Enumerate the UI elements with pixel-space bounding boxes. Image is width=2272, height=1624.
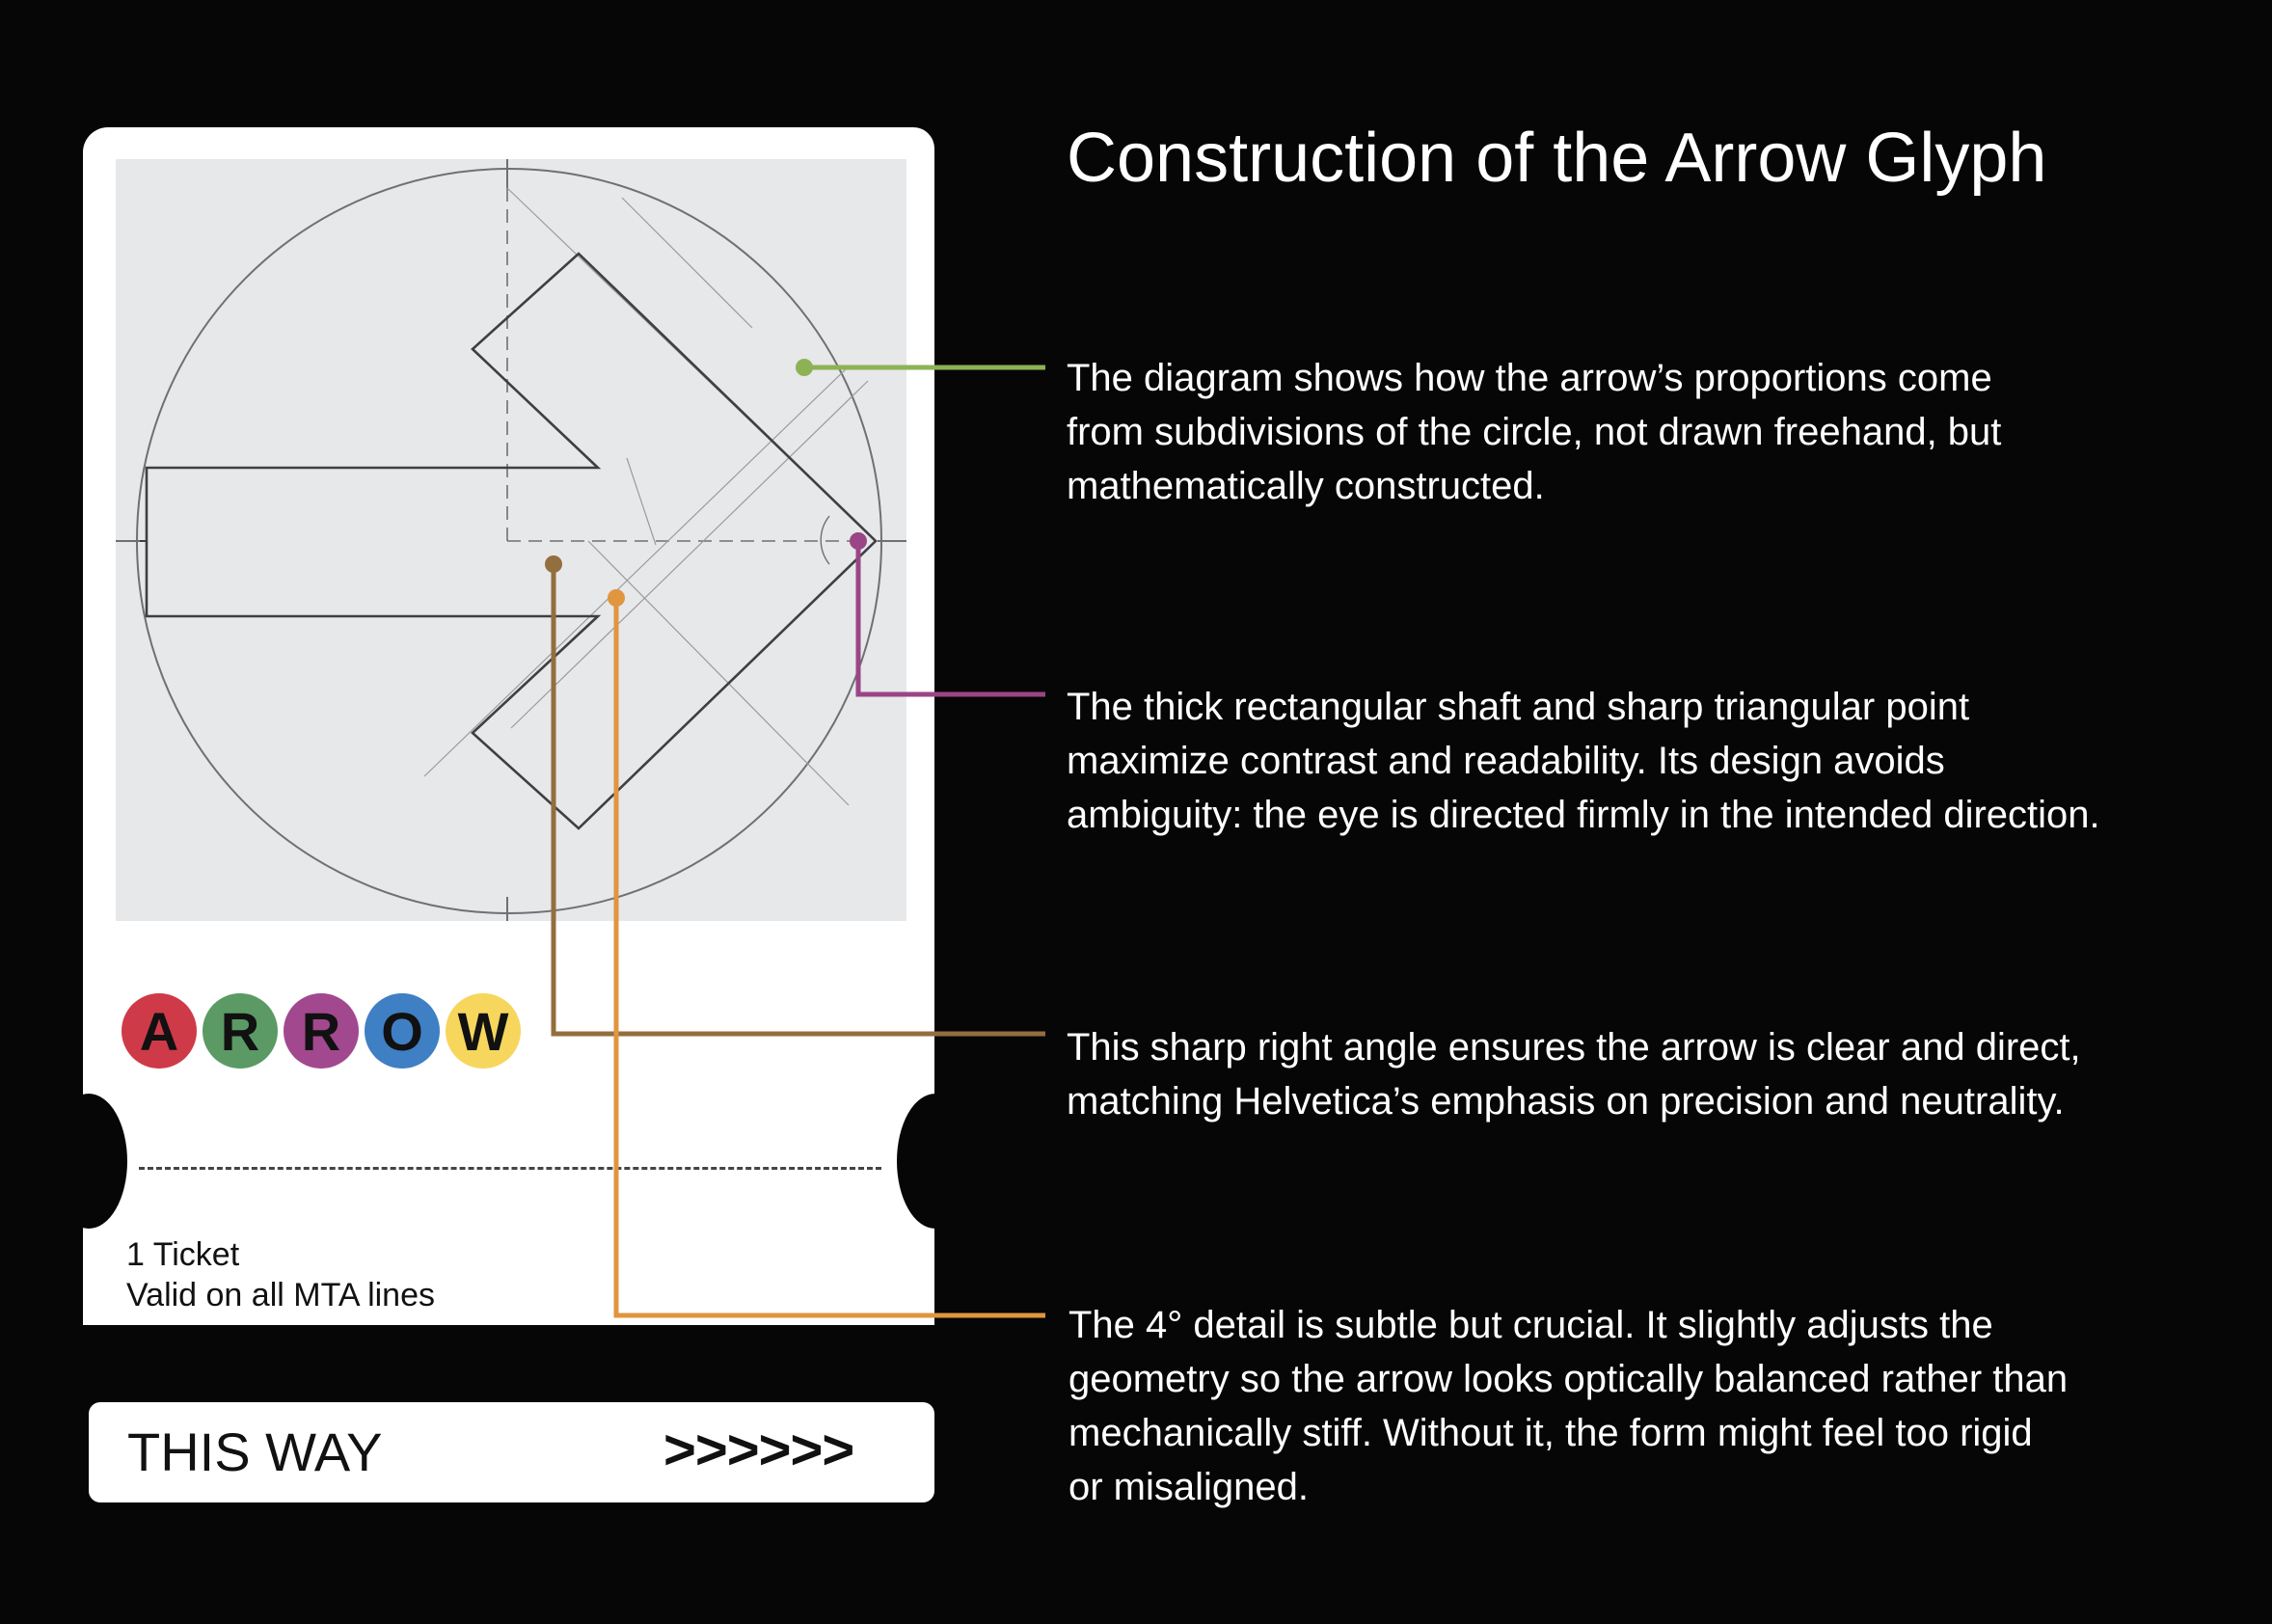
line-badge: W	[446, 993, 521, 1069]
badge-letter: A	[139, 1000, 179, 1062]
arrow-construction-sketch	[116, 159, 906, 921]
leader-dot-four-degree	[608, 589, 625, 607]
diagonal-guide-6	[626, 457, 657, 546]
note-line: geometry so the arrow looks optically ba…	[1068, 1358, 2069, 1400]
ticket-stub	[89, 1402, 934, 1502]
note-line: matching Helvetica’s emphasis on precisi…	[1067, 1080, 2065, 1123]
note-four-degree-detail: The 4° detail is subtle but crucial. It …	[1068, 1298, 2068, 1514]
note-line: mechanically stiff. Without it, the form…	[1068, 1412, 2033, 1454]
stub-arrows: >>>>>>	[663, 1419, 854, 1481]
badge-letter: R	[301, 1000, 341, 1062]
ticket-notch-left	[50, 1094, 127, 1229]
note-proportions: The diagram shows how the arrow’s propor…	[1067, 351, 2001, 513]
diagonal-guide-4	[510, 380, 869, 729]
ticket-validity: Valid on all MTA lines	[126, 1277, 435, 1313]
diagonal-guide-5	[587, 540, 850, 806]
line-badge: R	[284, 993, 359, 1069]
note-line: ambiguity: the eye is directed firmly in…	[1067, 794, 2100, 836]
badge-letter: W	[457, 1000, 509, 1062]
leader-dot-right-angle	[545, 555, 562, 573]
note-line: from subdivisions of the circle, not dra…	[1067, 411, 2002, 453]
line-badge: O	[365, 993, 440, 1069]
construction-drawing	[116, 159, 906, 921]
leader-line-shaft	[855, 541, 1045, 697]
diagonal-guide-3	[423, 365, 850, 777]
diagonal-guide-2	[621, 197, 753, 329]
leader-dot-shaft	[850, 532, 867, 550]
badge-letter: O	[381, 1000, 423, 1062]
arrow-glyph-outline	[145, 252, 878, 830]
perforation-line	[139, 1167, 881, 1170]
note-line: mathematically constructed.	[1067, 465, 1545, 507]
note-line: The diagram shows how the arrow’s propor…	[1067, 357, 1992, 399]
leader-dot-proportions	[796, 359, 813, 376]
line-badges: A R R O W	[122, 993, 527, 1070]
leader-line-four-degree	[613, 598, 1045, 1318]
line-badge: A	[122, 993, 197, 1069]
ticket-notch-right	[897, 1094, 974, 1229]
page-title: Construction of the Arrow Glyph	[1067, 120, 2047, 197]
note-line: maximize contrast and readability. Its d…	[1067, 740, 1945, 782]
note-line: The 4° detail is subtle but crucial. It …	[1068, 1304, 1993, 1346]
note-line: The thick rectangular shaft and sharp tr…	[1067, 686, 1970, 728]
line-badge: R	[203, 993, 278, 1069]
note-right-angle: This sharp right angle ensures the arrow…	[1067, 1020, 2081, 1128]
angle-arc	[820, 515, 830, 565]
badge-letter: R	[220, 1000, 260, 1062]
note-shaft-and-point: The thick rectangular shaft and sharp tr…	[1067, 680, 2100, 842]
ticket-count: 1 Ticket	[126, 1236, 240, 1273]
leader-line-right-angle	[551, 564, 1045, 1037]
stub-label: THIS WAY	[127, 1421, 383, 1482]
note-line: or misaligned.	[1068, 1466, 1310, 1508]
note-line: This sharp right angle ensures the arrow…	[1067, 1026, 2081, 1069]
